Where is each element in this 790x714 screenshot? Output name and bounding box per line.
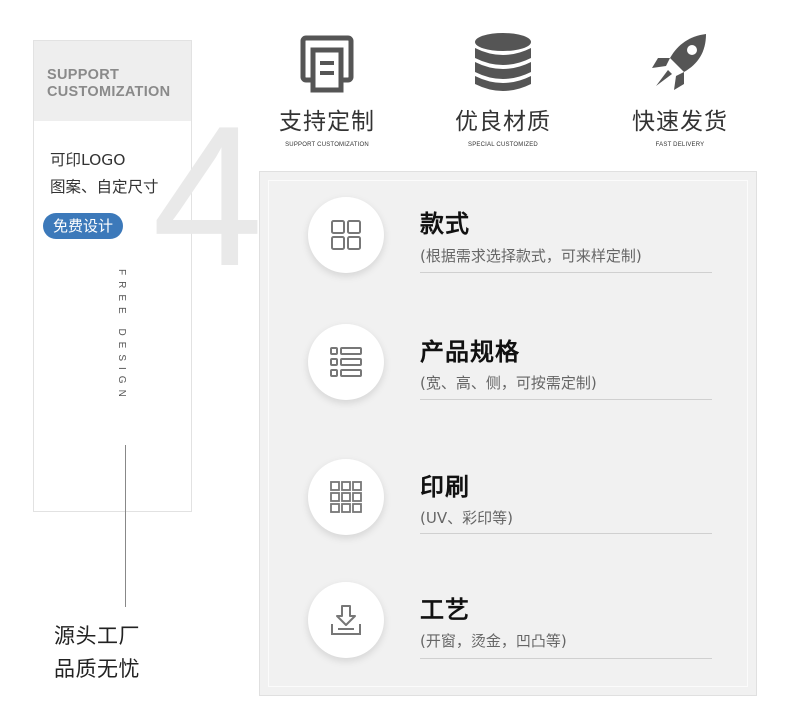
feature-title: 优良材质 [455,109,551,135]
feature-subtitle: SUPPORT CUSTOMIZATION [285,142,369,148]
download-tray-icon [331,605,361,635]
option-divider [420,533,712,534]
logo-print-text: 可印LOGO [50,151,126,169]
craft-option-icon-circle [308,582,384,658]
option-desc-craft: (开窗，烫金，凹凸等) [420,632,567,650]
list-icon [330,347,362,377]
rocket-icon [652,34,706,90]
spec-option-icon-circle [308,324,384,400]
option-desc-style: (根据需求选择款式，可来样定制) [420,247,642,265]
support-customization-panel: SUPPORT CUSTOMIZATION 4 可印LOGO 图案、自定尺寸 免… [33,40,263,512]
option-divider [420,399,712,400]
option-title-craft: 工艺 [420,596,470,624]
stack-icon [475,33,531,91]
options-inner-border [268,180,748,687]
printer-icon [300,35,354,93]
feature-title: 支持定制 [279,109,375,135]
style-option-icon-circle [308,197,384,273]
feature-title: 快速发货 [632,109,728,135]
option-title-print: 印刷 [420,473,470,501]
option-title-spec: 产品规格 [420,338,520,366]
custom-size-text: 图案、自定尺寸 [50,178,159,196]
background-number: 4 [152,85,264,308]
quality-assured-text: 品质无忧 [54,657,140,681]
free-design-vertical-text: FREE DESIGN [116,269,127,403]
customization-options-panel: 款式 (根据需求选择款式，可来样定制) 产品规格 (宽、高、侧，可按需定制) 印… [259,171,757,696]
feature-customization: 支持定制 SUPPORT CUSTOMIZATION [247,30,407,148]
panel-header-title: SUPPORT CUSTOMIZATION [47,67,187,101]
option-divider [420,272,712,273]
option-desc-print: (UV、彩印等) [420,509,513,527]
source-factory-text: 源头工厂 [54,624,140,648]
feature-subtitle: SPECIAL CUSTOMIZED [468,142,538,148]
grid-2x2-icon [331,220,361,250]
panel-header: SUPPORT CUSTOMIZATION [34,41,191,121]
option-desc-spec: (宽、高、侧，可按需定制) [420,374,597,392]
feature-material: 优良材质 SPECIAL CUSTOMIZED [423,30,583,148]
option-title-style: 款式 [420,210,470,238]
feature-subtitle: FAST DELIVERY [655,142,705,148]
feature-delivery: 快速发货 FAST DELIVERY [600,30,760,148]
grid-3x3-icon [330,481,362,513]
free-design-badge: 免费设计 [43,213,124,239]
panel-header-title-line1: SUPPORT [47,67,120,83]
option-divider [420,658,712,659]
print-option-icon-circle [308,459,384,535]
panel-header-title-line2: CUSTOMIZATION [47,84,171,100]
vertical-divider [125,445,126,607]
